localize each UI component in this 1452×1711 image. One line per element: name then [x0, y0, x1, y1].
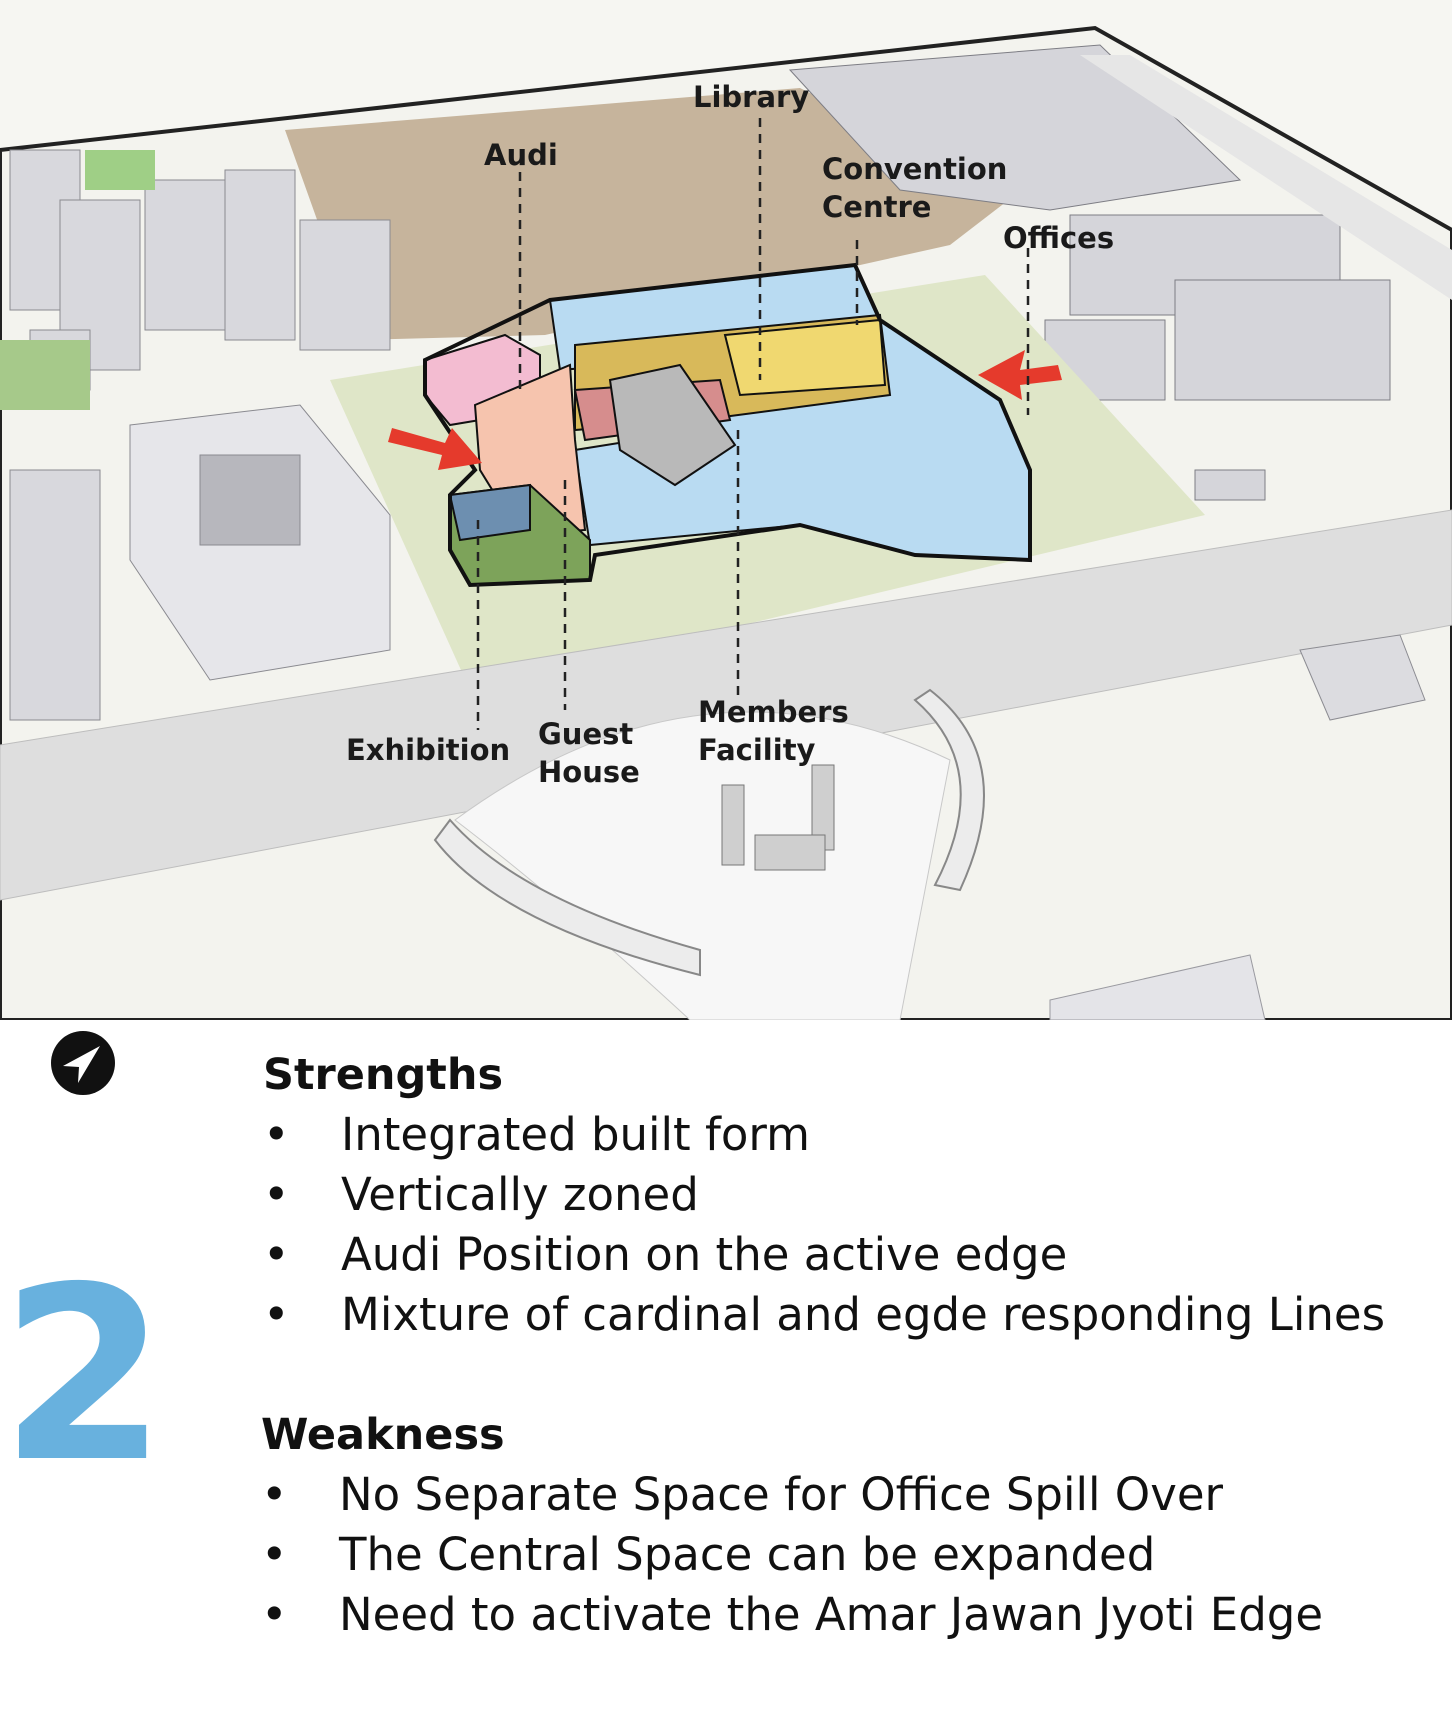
audi-label: Audi	[484, 136, 558, 174]
weakness-item: •No Separate Space for Office Spill Over	[261, 1468, 1224, 1521]
monument	[721, 764, 835, 871]
leader-lines	[476, 118, 1030, 730]
members-label-line-1: Members	[698, 695, 849, 729]
weakness-item: •Need to activate the Amar Jawan Jyoti E…	[261, 1588, 1324, 1641]
audi-label-line: Audi	[484, 138, 558, 172]
entry-arrow-east	[978, 350, 1062, 400]
weakness-item-text: No Separate Space for Office Spill Over	[339, 1468, 1224, 1521]
convention-label-line-1: Convention	[822, 152, 1008, 186]
strength-item: •Vertically zoned	[263, 1168, 699, 1221]
exhibition-label: Exhibition	[346, 731, 510, 769]
site-massing-diagram	[0, 0, 1452, 1020]
weakness-item-text: The Central Space can be expanded	[339, 1528, 1156, 1581]
convention-centre-label: Convention Centre	[822, 150, 1007, 226]
plaza-arc-left	[433, 818, 701, 977]
empty-plot	[285, 88, 1015, 340]
members-label-line-2: Facility	[698, 733, 816, 767]
strength-item: •Integrated built form	[263, 1108, 810, 1161]
strength-item: •Mixture of cardinal and egde responding…	[263, 1288, 1386, 1341]
guest-house-label-line-2: House	[538, 755, 640, 789]
north-arrow-icon	[51, 1031, 115, 1095]
strength-item-text: Vertically zoned	[341, 1168, 699, 1221]
left-park	[0, 340, 90, 410]
offices-label: Offices	[1003, 219, 1114, 257]
top-park	[85, 150, 155, 190]
library-block	[723, 318, 887, 397]
left-housing-blocks	[9, 149, 391, 721]
members-facility-block	[608, 363, 737, 487]
option-number: 2	[0, 1235, 167, 1515]
weakness-heading: Weakness	[261, 1410, 505, 1460]
strength-item-text: Integrated built form	[341, 1108, 810, 1161]
proposed-building	[424, 263, 1031, 587]
library-label: Library	[693, 78, 809, 116]
weakness-item: •The Central Space can be expanded	[261, 1528, 1156, 1581]
convention-label-line-2: Centre	[822, 190, 932, 224]
side-road	[1080, 55, 1452, 300]
library-label-line: Library	[693, 80, 810, 114]
strengths-heading: Strengths	[263, 1050, 504, 1100]
members-facility-label: Members Facility	[698, 693, 849, 769]
weakness-item-text: Need to activate the Amar Jawan Jyoti Ed…	[339, 1588, 1324, 1641]
exhibition-label-line: Exhibition	[346, 733, 511, 767]
strength-item: •Audi Position on the active edge	[263, 1228, 1068, 1281]
exhibition-top	[448, 483, 531, 542]
bottom-right-building	[1049, 954, 1266, 1020]
strength-item-text: Mixture of cardinal and egde responding …	[341, 1288, 1386, 1341]
entry-arrow-west	[388, 428, 482, 470]
strength-item-text: Audi Position on the active edge	[341, 1228, 1068, 1281]
strengths-list: •Integrated built form •Vertically zoned…	[263, 1105, 1385, 1345]
plaza-arc-right	[913, 688, 985, 892]
offices-label-line: Offices	[1003, 221, 1115, 255]
main-road	[0, 509, 1452, 901]
building-outline	[423, 262, 1032, 588]
right-building	[1299, 634, 1426, 721]
weakness-list: •No Separate Space for Office Spill Over…	[261, 1465, 1323, 1645]
guest-house-label: Guest House	[538, 715, 640, 791]
guest-house-label-line-1: Guest	[538, 717, 634, 751]
